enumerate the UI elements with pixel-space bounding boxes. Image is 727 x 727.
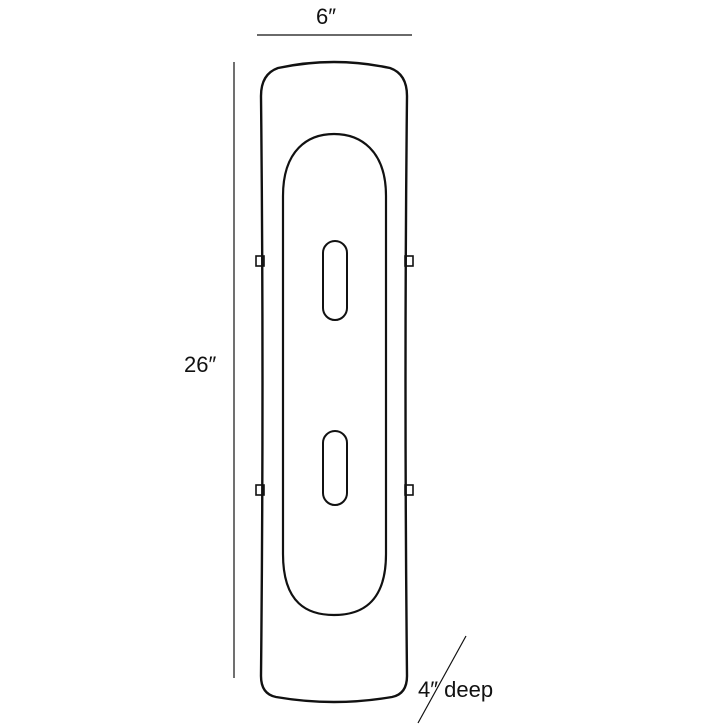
mounting-tab-top-left bbox=[255, 255, 265, 267]
height-label: 26″ bbox=[184, 352, 216, 377]
sconce-inner-panel bbox=[281, 132, 388, 617]
mounting-tab-bottom-left bbox=[255, 484, 265, 496]
depth-dimension-line bbox=[417, 635, 467, 724]
mounting-tab-bottom-right bbox=[404, 484, 414, 496]
mounting-tab-top-right bbox=[404, 255, 414, 267]
lower-slot bbox=[322, 430, 348, 506]
upper-slot bbox=[322, 240, 348, 321]
sconce-outer-body bbox=[259, 60, 409, 704]
depth-label: 4″ deep bbox=[418, 677, 493, 702]
width-label: 6″ bbox=[316, 4, 336, 29]
